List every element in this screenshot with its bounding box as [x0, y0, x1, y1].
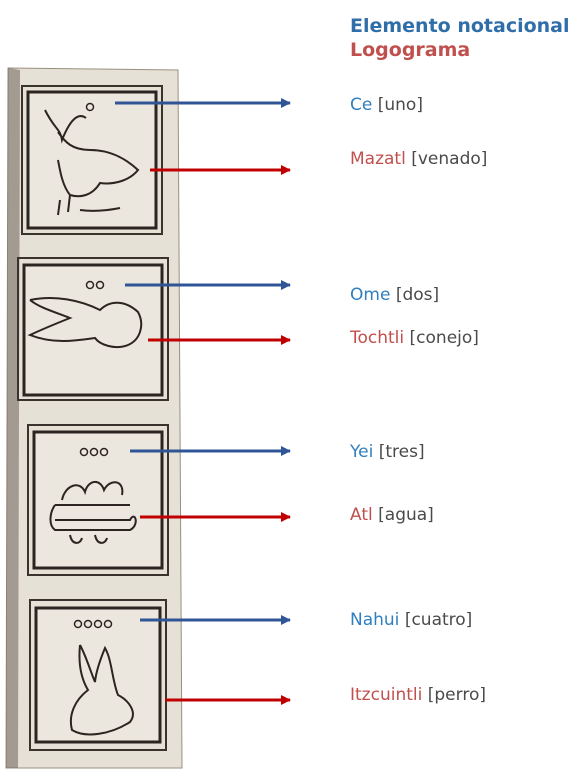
dog-icon	[69, 644, 134, 736]
numeral-dot	[89, 447, 99, 457]
numeral-dot	[79, 447, 89, 457]
numeral-dot	[83, 619, 93, 629]
legend-notational-element: Elemento notacional	[350, 15, 570, 37]
deer-icon	[44, 109, 140, 216]
numeral-gloss: [uno]	[377, 95, 423, 115]
glyph-atl	[27, 424, 169, 576]
glyph-tochtli	[17, 257, 169, 401]
label-numeral-2: Ome [dos]	[350, 285, 439, 305]
numeral-name: Ce	[350, 95, 373, 115]
label-numeral-3: Yei [tres]	[350, 442, 425, 462]
codex-dark-edge	[6, 68, 20, 768]
logogram-gloss: [perro]	[427, 685, 486, 705]
glyph-mazatl	[21, 85, 163, 235]
numeral-dot	[99, 447, 109, 457]
numeral-dot	[95, 280, 105, 290]
label-numeral-4: Nahui [cuatro]	[350, 610, 472, 630]
rabbit-icon	[27, 297, 143, 348]
logogram-name: Mazatl	[350, 149, 406, 169]
label-numeral-1: Ce [uno]	[350, 95, 423, 115]
numeral-name: Ome	[350, 285, 391, 305]
numeral-dot	[93, 619, 103, 629]
logogram-name: Atl	[350, 505, 373, 525]
logogram-gloss: [conejo]	[409, 328, 479, 348]
glyph-itzcuintli	[29, 599, 167, 751]
numeral-dot	[85, 280, 95, 290]
label-logogram-1: Mazatl [venado]	[350, 149, 487, 169]
water-icon	[49, 481, 137, 544]
logogram-name: Itzcuintli	[350, 685, 423, 705]
label-logogram-2: Tochtli [conejo]	[350, 328, 479, 348]
legend-logogram: Logograma	[350, 39, 471, 61]
logogram-name: Tochtli	[350, 328, 405, 348]
numeral-dot	[73, 619, 83, 629]
numeral-gloss: [dos]	[395, 285, 440, 305]
label-logogram-3: Atl [agua]	[350, 505, 434, 525]
numeral-name: Nahui	[350, 610, 400, 630]
legend: Elemento notacional Logograma	[350, 14, 570, 62]
numeral-dot	[103, 619, 113, 629]
numeral-name: Yei	[350, 442, 374, 462]
codex-paper	[5, 67, 183, 769]
label-logogram-4: Itzcuintli [perro]	[350, 685, 486, 705]
numeral-gloss: [tres]	[378, 442, 425, 462]
logogram-gloss: [venado]	[411, 149, 488, 169]
logogram-gloss: [agua]	[378, 505, 434, 525]
numeral-gloss: [cuatro]	[404, 610, 473, 630]
numeral-dot	[85, 102, 95, 112]
